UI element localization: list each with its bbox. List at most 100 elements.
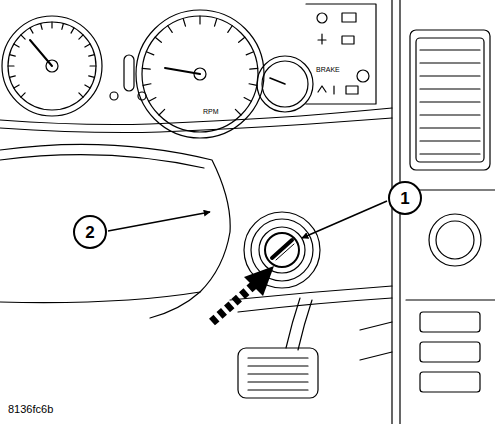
illustration-rect bbox=[342, 36, 354, 44]
illustration-line bbox=[51, 22, 52, 28]
illustration-line bbox=[420, 49, 480, 50]
illustration-path bbox=[276, 244, 294, 260]
illustration-line bbox=[420, 140, 480, 141]
illustration-line bbox=[183, 18, 185, 26]
illustration-line bbox=[149, 98, 156, 102]
illustration-line bbox=[21, 35, 25, 39]
illustration-circle bbox=[257, 56, 313, 112]
illustration-g bbox=[8, 22, 96, 97]
illustration-line bbox=[246, 52, 253, 55]
illustration-rect bbox=[420, 372, 480, 392]
illustration-line bbox=[250, 68, 258, 70]
illustration-path bbox=[244, 266, 274, 296]
illustration-line bbox=[420, 153, 480, 154]
illustration-rect bbox=[124, 55, 134, 91]
illustration-line bbox=[89, 55, 95, 57]
illustration-line bbox=[143, 84, 151, 86]
illustration-line bbox=[9, 76, 15, 78]
illustration-line bbox=[420, 101, 480, 102]
illustration-line bbox=[302, 201, 387, 238]
illustration-line bbox=[235, 109, 241, 115]
illustration-path bbox=[0, 155, 204, 168]
illustration-line bbox=[155, 37, 161, 42]
illustration-rect bbox=[346, 86, 358, 94]
illustration-line bbox=[41, 23, 43, 29]
illustration-line bbox=[79, 93, 83, 97]
illustration-g bbox=[142, 16, 257, 115]
illustration-line bbox=[199, 16, 200, 24]
illustration-rect bbox=[420, 312, 480, 332]
illustration-line bbox=[79, 35, 83, 39]
illustration-line bbox=[420, 127, 480, 128]
illustration-path bbox=[286, 298, 300, 348]
callout-number: 1 bbox=[388, 181, 422, 215]
illustration-circle bbox=[110, 92, 118, 100]
illustration-circle bbox=[357, 70, 369, 82]
figure-code: 8136fc6b bbox=[8, 404, 53, 415]
illustration-line bbox=[270, 78, 285, 84]
illustration-line bbox=[248, 389, 308, 390]
illustration-path bbox=[150, 292, 200, 318]
illustration-rect bbox=[342, 13, 356, 22]
illustration-g bbox=[420, 50, 480, 154]
illustration-circle bbox=[142, 16, 258, 132]
illustration-rect bbox=[410, 30, 490, 170]
illustration-path bbox=[0, 144, 230, 302]
illustration-line bbox=[248, 357, 308, 358]
illustration-path bbox=[298, 300, 312, 350]
illustration-line bbox=[420, 114, 480, 115]
illustration-line bbox=[228, 26, 232, 33]
illustration-rect bbox=[420, 342, 480, 362]
illustration-line bbox=[420, 75, 480, 76]
illustration-line bbox=[159, 109, 165, 115]
illustration-line bbox=[249, 84, 257, 86]
illustration-path bbox=[306, 4, 376, 104]
illustration-rect bbox=[416, 38, 484, 162]
illustration-line bbox=[90, 65, 96, 66]
illustration-g bbox=[248, 358, 308, 390]
illustration-path bbox=[0, 118, 392, 133]
illustration-line bbox=[14, 85, 19, 88]
illustration-line bbox=[85, 44, 90, 47]
leader-lines bbox=[108, 201, 387, 238]
illustration-line bbox=[21, 93, 25, 97]
illustration-line bbox=[30, 28, 33, 33]
illustration-line bbox=[85, 85, 90, 88]
illustration-path bbox=[318, 34, 326, 44]
illustration-line bbox=[165, 68, 200, 74]
illustration-line bbox=[89, 76, 95, 78]
illustration-circle bbox=[259, 227, 305, 273]
illustration-line bbox=[215, 18, 217, 26]
illustration-line bbox=[248, 373, 308, 374]
illustration-circle bbox=[8, 22, 96, 110]
illustration-circle bbox=[265, 233, 299, 267]
illustration-line bbox=[8, 65, 14, 66]
illustration-line bbox=[146, 52, 153, 55]
illustration-line bbox=[212, 284, 255, 322]
push-arrow bbox=[212, 266, 274, 322]
illustration-circle bbox=[429, 214, 481, 266]
callout-text: 2 bbox=[85, 224, 94, 241]
callout-text: 1 bbox=[400, 190, 409, 207]
illustration-line bbox=[71, 28, 74, 33]
callout-number: 2 bbox=[73, 215, 107, 249]
indicator-label: BRAKE bbox=[316, 66, 340, 73]
illustration-line bbox=[142, 68, 150, 70]
illustration-line bbox=[108, 212, 210, 231]
illustration-line bbox=[168, 26, 172, 33]
illustration-line bbox=[30, 40, 52, 66]
illustration-rect bbox=[238, 348, 318, 398]
illustration-circle bbox=[262, 61, 308, 107]
illustration-line bbox=[14, 44, 19, 47]
illustration-line bbox=[420, 62, 480, 63]
illustration-path bbox=[391, 0, 392, 424]
illustration-path bbox=[238, 298, 392, 312]
illustration-circle bbox=[436, 221, 474, 259]
illustration-circle bbox=[317, 13, 327, 23]
illustration-path bbox=[360, 322, 392, 360]
gauge-label: RPM bbox=[203, 108, 219, 115]
illustration-circle bbox=[2, 16, 102, 116]
